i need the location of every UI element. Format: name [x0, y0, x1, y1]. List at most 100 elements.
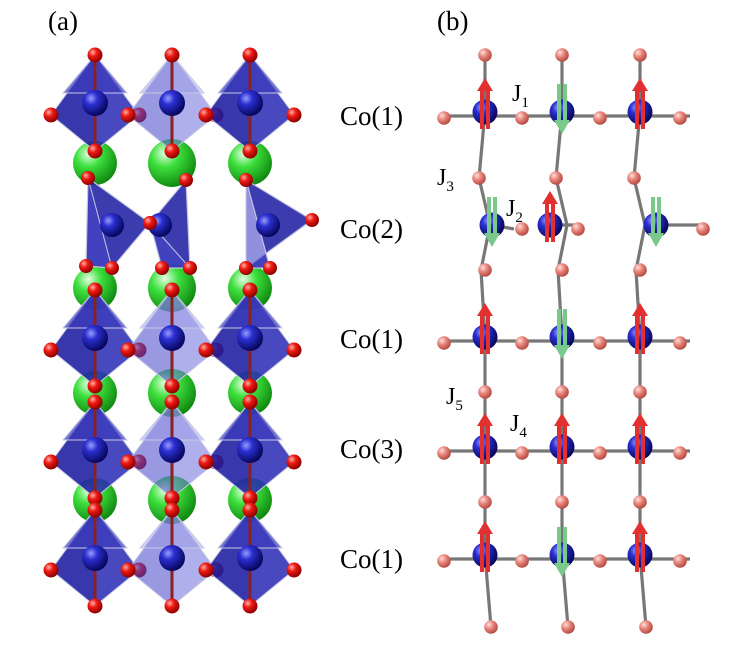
oxygen-atom: [515, 554, 529, 568]
oxygen-atom: [164, 143, 180, 159]
oxygen-atom: [43, 342, 59, 358]
spin-arrow-down: [484, 197, 500, 247]
co-atom: [472, 434, 498, 460]
co-atom: [472, 99, 498, 125]
coupling-label-j3: J3: [437, 165, 454, 195]
spin-arrow-down: [554, 309, 570, 359]
oxygen-atom: [484, 620, 498, 634]
co-atom: [237, 437, 263, 463]
oxygen-atom: [515, 111, 529, 125]
oxygen-atom: [515, 446, 529, 460]
oxygen-atom: [478, 385, 492, 399]
oxygen-atom: [593, 446, 607, 460]
bond: [634, 224, 647, 271]
oxygen-atom: [633, 385, 647, 399]
coupling-label-j5: J5: [446, 384, 463, 414]
spin-arrow-up: [632, 78, 648, 129]
oxygen-atom: [555, 263, 569, 277]
oxygen-atom: [164, 378, 180, 394]
oxygen-atom: [198, 342, 214, 358]
oxygen-atom: [555, 385, 569, 399]
oxygen-atom: [198, 454, 214, 470]
oxygen-atom: [593, 111, 607, 125]
bond: [632, 177, 647, 226]
oxygen-atom: [79, 259, 93, 273]
panel-a-polyhedral-structure: [43, 47, 319, 614]
oxygen-atom: [198, 562, 214, 578]
oxygen-atom: [515, 222, 529, 236]
oxygen-atom: [633, 495, 647, 509]
oxygen-atom: [263, 261, 277, 275]
oxygen-atom: [515, 336, 529, 350]
co-atom: [627, 434, 653, 460]
oxygen-atom: [239, 261, 253, 275]
spin-arrow-down: [648, 197, 664, 247]
spin-arrow-up: [632, 413, 648, 464]
oxygen-atom: [673, 446, 687, 460]
oxygen-atom: [164, 490, 180, 506]
spin-arrow-up: [632, 521, 648, 572]
oxygen-atom: [179, 173, 193, 187]
co-atom: [537, 212, 563, 238]
oxygen-atom: [198, 107, 214, 123]
layer-label-co1-bottom: Co(1): [340, 544, 403, 574]
oxygen-atom: [120, 107, 136, 123]
oxygen-atom: [242, 502, 258, 518]
oxygen-atom: [305, 213, 319, 227]
oxygen-atom: [81, 171, 95, 185]
oxygen-atom: [120, 342, 136, 358]
co-atom: [472, 324, 498, 350]
panel-b-label: (b): [437, 6, 468, 36]
oxygen-atom: [639, 620, 653, 634]
oxygen-atom: [286, 454, 302, 470]
oxygen-atom: [87, 282, 103, 298]
layer-label-co1-top: Co(1): [340, 101, 403, 131]
co-atom: [256, 213, 280, 237]
panel-a-label: (a): [48, 6, 78, 36]
oxygen-atom: [242, 47, 258, 63]
oxygen-atom: [105, 261, 119, 275]
co-atom: [472, 542, 498, 568]
co-atom: [82, 90, 108, 116]
bond: [554, 177, 569, 226]
co-atom: [549, 542, 575, 568]
oxygen-atom: [87, 378, 103, 394]
oxygen-atom: [555, 495, 569, 509]
oxygen-atom: [593, 336, 607, 350]
co-atom: [82, 325, 108, 351]
layer-label-co3: Co(3): [340, 434, 403, 464]
oxygen-atom: [242, 490, 258, 506]
spin-arrow-up: [554, 413, 570, 464]
co-atom: [627, 324, 653, 350]
oxygen-atom: [87, 502, 103, 518]
co-atom: [237, 90, 263, 116]
layer-label-co1-mid: Co(1): [340, 324, 403, 354]
oxygen-atom: [43, 562, 59, 578]
oxygen-atom: [164, 47, 180, 63]
oxygen-atom: [633, 263, 647, 277]
oxygen-atom: [437, 554, 451, 568]
oxygen-atom: [478, 495, 492, 509]
co-atom: [159, 90, 185, 116]
oxygen-atom: [164, 502, 180, 518]
spin-arrow-up: [542, 191, 558, 242]
co-atom: [82, 437, 108, 463]
oxygen-atom: [437, 111, 451, 125]
spin-arrow-up: [477, 303, 493, 354]
oxygen-atom: [673, 111, 687, 125]
oxygen-atom: [571, 222, 585, 236]
oxygen-atom: [242, 394, 258, 410]
oxygen-atom: [242, 282, 258, 298]
bond: [556, 224, 569, 271]
spin-arrow-down: [554, 527, 570, 577]
co-atom: [237, 325, 263, 351]
co-atom: [643, 212, 669, 238]
oxygen-atom: [242, 598, 258, 614]
oxygen-atom: [120, 454, 136, 470]
oxygen-atom: [478, 263, 492, 277]
tetrahedron-face: [85, 177, 113, 269]
oxygen-atom: [673, 554, 687, 568]
oxygen-atom: [43, 107, 59, 123]
co-atom: [549, 434, 575, 460]
oxygen-atom: [286, 562, 302, 578]
